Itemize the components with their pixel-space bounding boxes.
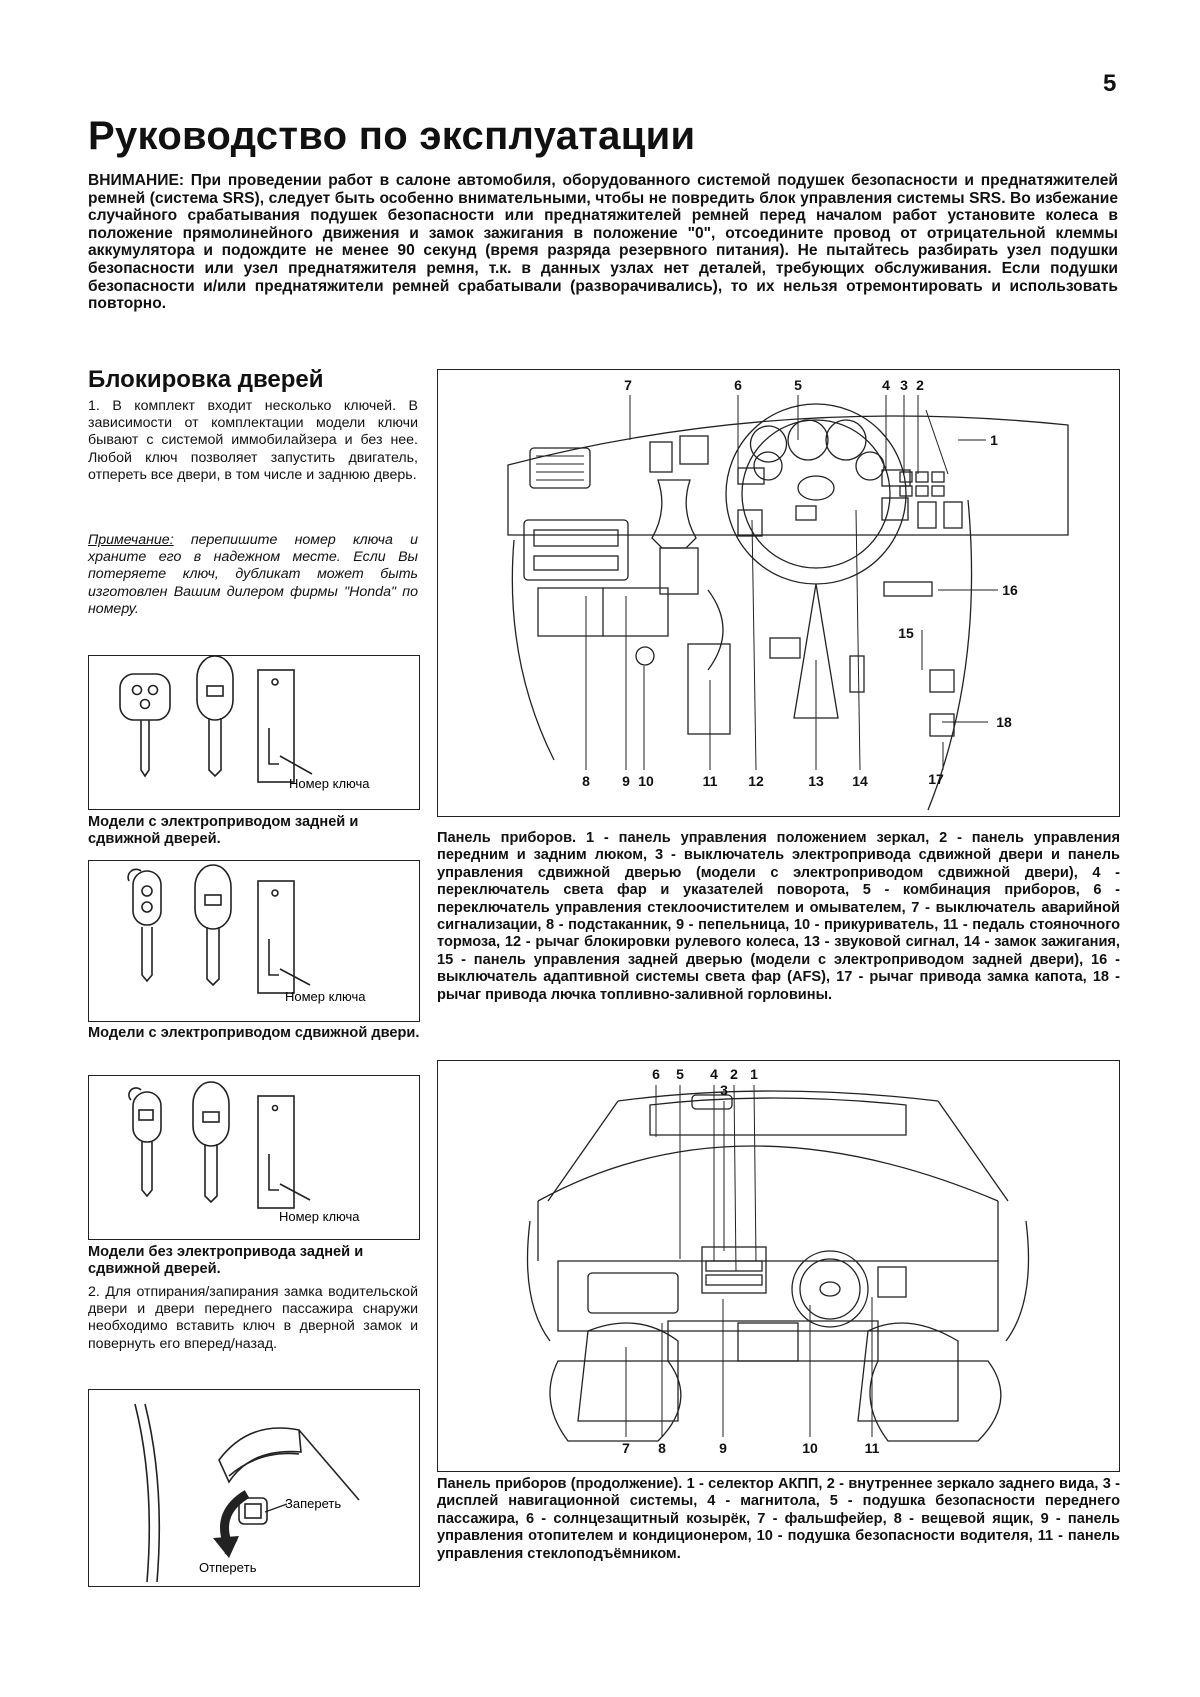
- door-lock-figure: Запереть Отперeть: [88, 1389, 420, 1587]
- warning-text: При проведении работ в салоне автомобиля…: [88, 172, 1118, 313]
- key-number-label-2: Номер ключа: [285, 989, 366, 1004]
- warning-paragraph: ВНИМАНИЕ: При проведении работ в салоне …: [88, 172, 1118, 313]
- cabin-callout-6: 6: [652, 1066, 660, 1082]
- cabin-callout-7: 7: [622, 1440, 630, 1456]
- cabin-callout-4: 4: [710, 1066, 718, 1082]
- note-text: перепишите номер ключа и храните его в н…: [88, 532, 418, 617]
- page-title: Руководство по эксплуатации: [88, 114, 696, 158]
- cabin-callout-3: 3: [720, 1082, 728, 1098]
- dash-callout-18: 18: [996, 714, 1012, 730]
- key-figure-1: Номер ключа: [88, 655, 420, 810]
- keys-illustration-2: Номер ключа: [127, 864, 366, 1004]
- cabin-figure: 6 5 4 2 1 3 7 8 9 10 11: [437, 1060, 1120, 1472]
- key-caption-2: Модели с электроприводом сдвижной двери.: [88, 1025, 420, 1041]
- door-lock-illustration: Запереть Отперeть: [134, 1403, 360, 1583]
- dash-callout-8: 8: [582, 773, 590, 789]
- dash-callout-5: 5: [794, 377, 802, 393]
- key-number-label-1: Номер ключа: [289, 776, 370, 791]
- paragraph-door-lock: 2. Для отпирания/запирания замка водител…: [88, 1284, 418, 1352]
- key-figure-2: Номер ключа: [88, 860, 420, 1022]
- cabin-callout-2: 2: [730, 1066, 738, 1082]
- dash-callout-12: 12: [748, 773, 764, 789]
- lock-label: Запереть: [285, 1496, 341, 1511]
- dash-callout-9: 9: [622, 773, 630, 789]
- cabin-callout-10: 10: [802, 1440, 818, 1456]
- dash-callout-1: 1: [990, 432, 998, 448]
- cabin-callout-1: 1: [750, 1066, 758, 1082]
- unlock-label: Отперeть: [199, 1560, 257, 1575]
- key-caption-1: Модели с электроприводом задней и сдвижн…: [88, 814, 359, 848]
- dash-callout-17: 17: [928, 771, 944, 787]
- cabin-caption: Панель приборов (продолжение). 1 - селек…: [437, 1476, 1120, 1562]
- cabin-callout-9: 9: [719, 1440, 727, 1456]
- section-title: Блокировка дверей: [88, 366, 324, 393]
- dash-callout-13: 13: [808, 773, 824, 789]
- dash-callout-16: 16: [1002, 582, 1018, 598]
- dash-callout-3: 3: [900, 377, 908, 393]
- dash-callout-4: 4: [882, 377, 890, 393]
- cabin-callout-5: 5: [676, 1066, 684, 1082]
- dash-callout-10: 10: [638, 773, 654, 789]
- dash-callout-2: 2: [916, 377, 924, 393]
- dash-callout-14: 14: [852, 773, 868, 789]
- cabin-callout-11: 11: [865, 1440, 880, 1456]
- dashboard-caption: Панель приборов. 1 - панель управления п…: [437, 830, 1120, 1003]
- dashboard-figure: 7 6 5 4 3 2 1 16 15 18 17 8 9 10 11 12 1…: [437, 369, 1120, 817]
- dash-callout-15: 15: [898, 625, 914, 641]
- dashboard-illustration: 7 6 5 4 3 2 1 16 15 18 17 8 9 10 11 12 1…: [507, 377, 1069, 811]
- warning-label: ВНИМАНИЕ:: [88, 172, 185, 189]
- dash-callout-6: 6: [734, 377, 742, 393]
- page-number: 5: [1103, 70, 1117, 97]
- paragraph-keys: 1. В комплект входит несколько ключей. В…: [88, 398, 418, 483]
- keys-illustration-3: Номер ключа: [128, 1081, 360, 1224]
- key-caption-3: Модели без электропривода задней и сдвиж…: [88, 1244, 364, 1278]
- cabin-callout-8: 8: [658, 1440, 666, 1456]
- note-paragraph: Примечание: перепишите номер ключа и хра…: [88, 532, 418, 618]
- keys-illustration-1: Номер ключа: [119, 655, 370, 791]
- key-figure-3: Номер ключа: [88, 1075, 420, 1240]
- note-label: Примечание:: [88, 532, 174, 548]
- dash-callout-11: 11: [703, 773, 718, 789]
- dash-callout-7: 7: [624, 377, 632, 393]
- cabin-illustration: 6 5 4 2 1 3 7 8 9 10 11: [526, 1066, 1030, 1456]
- key-number-label-3: Номер ключа: [279, 1209, 360, 1224]
